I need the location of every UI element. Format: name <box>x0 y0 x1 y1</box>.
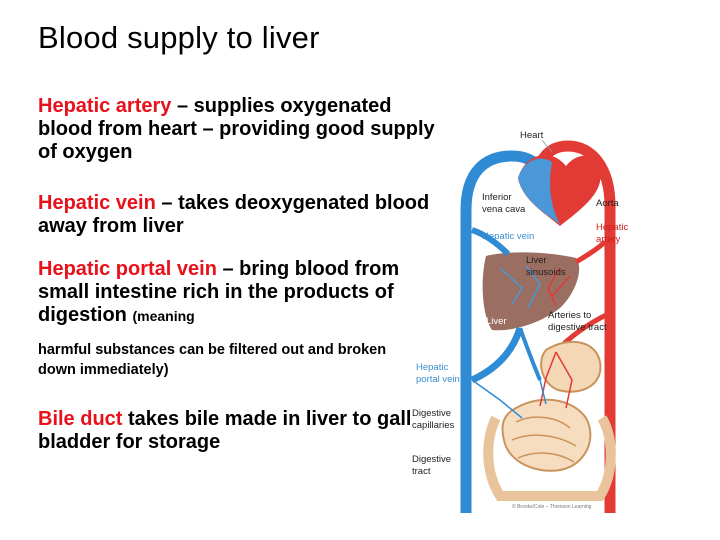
digestive-capillary-red <box>539 351 573 409</box>
label-hepatic-vein: Hepatic vein <box>482 231 534 242</box>
paragraph-hepatic-artery: Hepatic artery – supplies oxygenated blo… <box>38 95 438 164</box>
liver-shape <box>482 252 580 331</box>
hepatic-vein-vessel <box>470 227 511 257</box>
label-liver: Liver <box>486 316 507 327</box>
hepatic-artery-vessel <box>574 240 607 265</box>
liver-sinusoid-red-2 <box>551 275 571 297</box>
heart-right-side <box>518 158 560 224</box>
label-digestive-tract-1: Digestive <box>412 454 451 465</box>
desc-bile-duct: takes bile made in liver to gall bladder… <box>38 408 412 453</box>
label-digestive-capillaries-1: Digestive <box>412 408 451 419</box>
label-arteries-digestive-1: Arteries to <box>548 310 591 321</box>
liver-sinusoid-blue-1 <box>499 267 523 305</box>
paragraph-hepatic-portal-vein: Hepatic portal vein – bring blood from s… <box>38 258 423 328</box>
liver-blood-supply-diagram: Heart Inferior vena cava Aorta Hepatic v… <box>412 130 628 513</box>
label-arteries-digestive-2: digestive tract <box>548 322 607 333</box>
term-bile-duct: Bile duct <box>38 408 123 430</box>
intestine-coil-3 <box>517 452 575 463</box>
term-hepatic-artery: Hepatic artery <box>38 95 172 117</box>
digestive-capillary-blue <box>471 379 547 419</box>
paragraph-hepatic-portal-note: harmful substances can be filtered out a… <box>38 342 387 378</box>
large-intestine-shape <box>483 415 616 501</box>
label-inferior-vena-cava-2: vena cava <box>482 204 526 215</box>
desc-hepatic-artery: – supplies oxygenated blood from heart –… <box>38 95 435 163</box>
hepatic-portal-vein-vessel <box>470 326 524 384</box>
liver-sinusoid-blue-2 <box>525 265 541 309</box>
label-liver-sinusoids-1: Liver <box>526 255 547 266</box>
desc-hepatic-vein: – takes deoxygenated blood away from liv… <box>38 192 430 237</box>
label-digestive-tract-2: tract <box>412 466 431 477</box>
stomach-shape <box>540 341 602 393</box>
label-digestive-capillaries-2: capillaries <box>412 420 454 431</box>
desc-hepatic-portal-vein: – bring blood from small intestine rich … <box>38 258 400 326</box>
term-hepatic-vein: Hepatic vein <box>38 192 156 214</box>
portal-vein-branch <box>518 327 542 381</box>
liver-sinusoid-red-1 <box>547 267 561 307</box>
paragraph-hepatic-vein: Hepatic vein – takes deoxygenated blood … <box>38 192 438 238</box>
label-hepatic-portal-2: portal vein <box>416 374 460 385</box>
intestine-coil-2 <box>511 434 577 447</box>
desc-hepatic-portal-vein-note: (meaning <box>132 308 195 324</box>
label-hepatic-artery-2: artery <box>596 234 621 245</box>
label-hepatic-artery-1: Hepatic <box>596 222 628 233</box>
label-credit: © Brooks/Cole – Thomson Learning <box>512 503 592 510</box>
label-inferior-vena-cava-1: Inferior <box>482 192 512 203</box>
paragraph-bile-duct: Bile duct takes bile made in liver to ga… <box>38 408 413 454</box>
label-aorta: Aorta <box>596 198 619 209</box>
slide-title: Blood supply to liver <box>38 20 320 55</box>
label-liver-sinusoids-2: sinusoids <box>526 267 566 278</box>
label-hepatic-portal-1: Hepatic <box>416 362 448 373</box>
label-heart: Heart <box>520 130 544 141</box>
intestine-coil-1 <box>515 416 571 429</box>
term-hepatic-portal-vein: Hepatic portal vein <box>38 258 217 280</box>
